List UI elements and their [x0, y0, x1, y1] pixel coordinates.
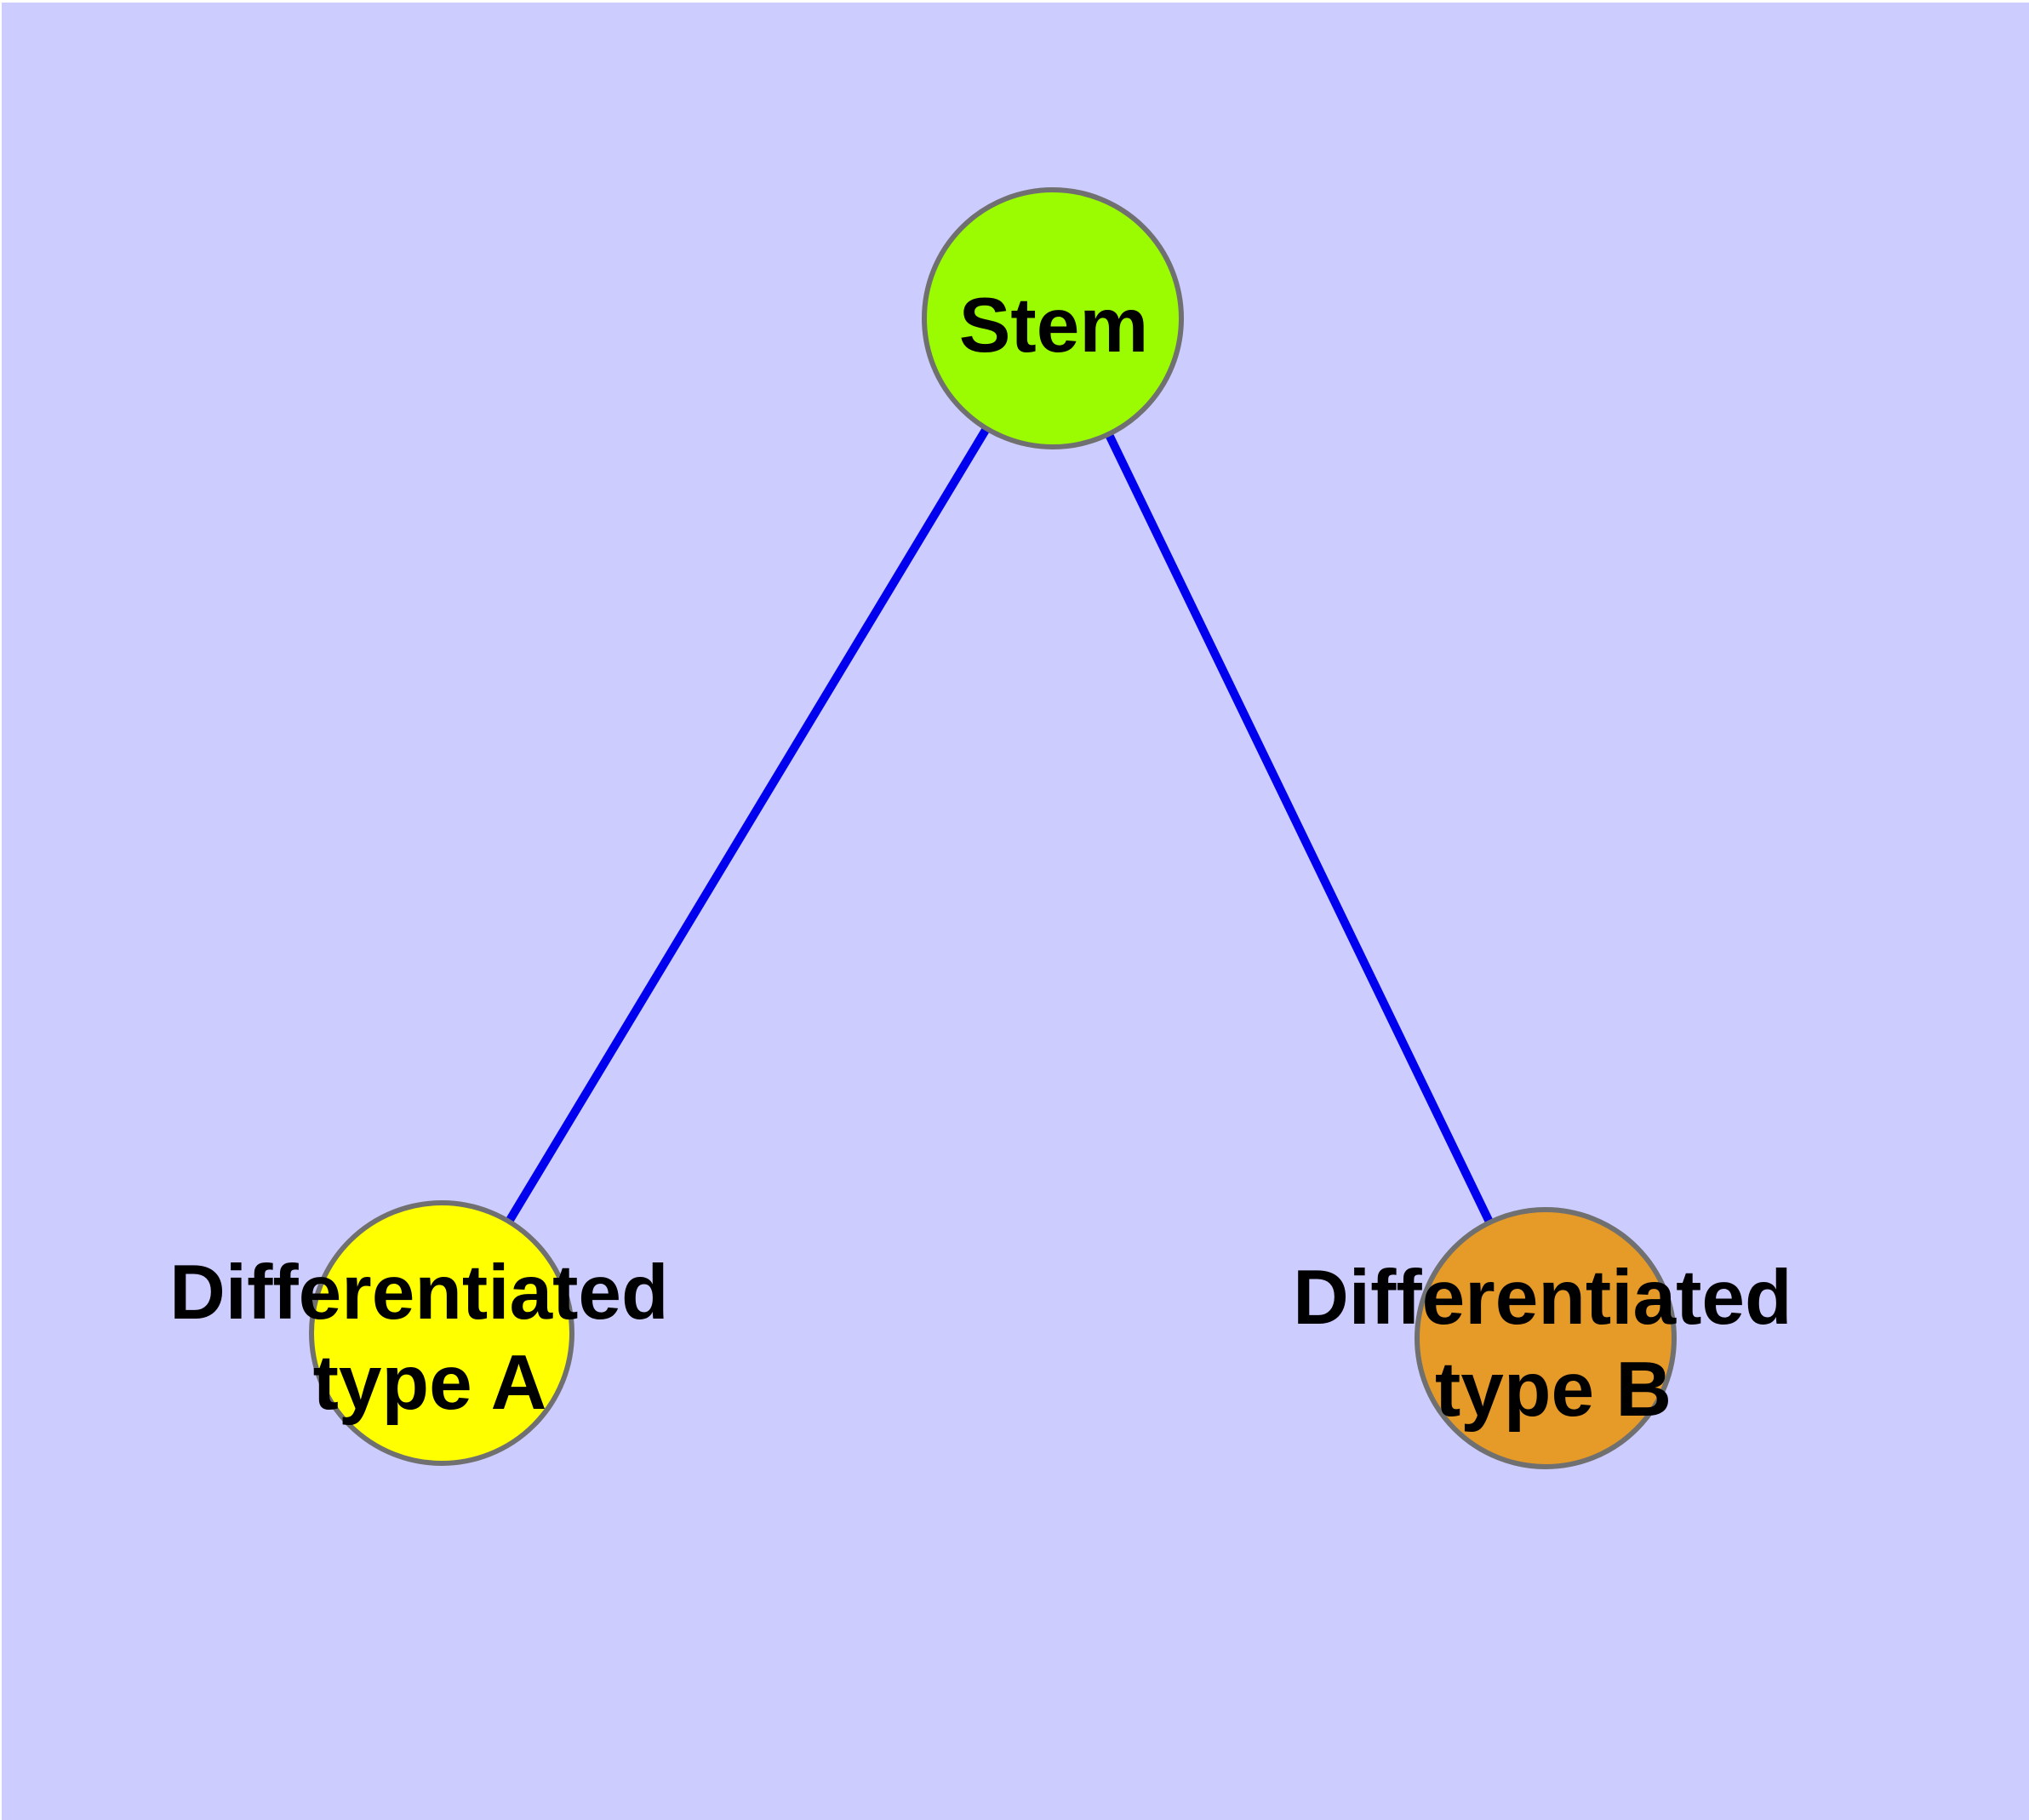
stem-node-label: Stem — [959, 283, 1149, 369]
type-a-label-line1: Differentiated — [169, 1250, 669, 1336]
stem-node-circle — [922, 187, 1184, 449]
edge-stem-to-type-b — [1049, 316, 1550, 1341]
type-b-label-line2: type B — [1435, 1347, 1672, 1433]
edge-stem-to-type-a — [437, 316, 1057, 1336]
type-a-node-circle — [309, 1200, 574, 1466]
type-a-node-label: Differentiated type A — [169, 1250, 690, 1426]
type-a-label-line2: type A — [313, 1340, 547, 1426]
type-b-node-label: Differentiated type B — [1293, 1255, 1814, 1433]
type-b-label-line1: Differentiated — [1293, 1255, 1792, 1341]
type-b-node-circle — [1415, 1207, 1677, 1469]
